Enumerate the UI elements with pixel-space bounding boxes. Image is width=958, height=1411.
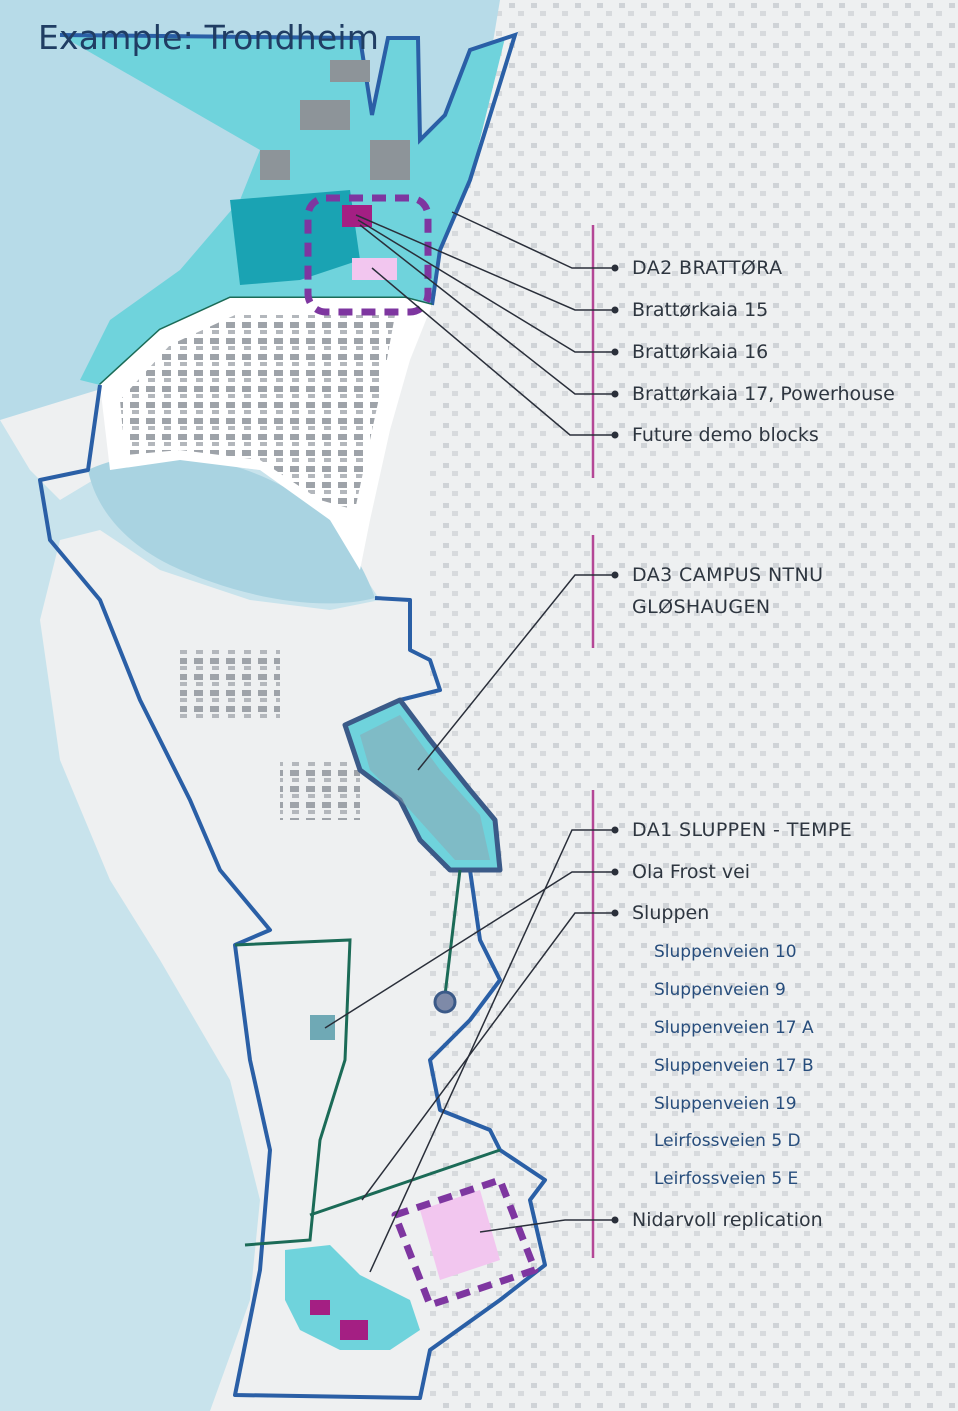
label-bullet-icon (611, 264, 619, 1224)
label-gloshaugen: GLØSHAUGEN (632, 596, 771, 618)
label-ola-frost-vei: Ola Frost vei (632, 861, 751, 883)
campus-buildings (360, 715, 490, 860)
campus-link-line (443, 869, 462, 996)
nidarvoll-highlight-box (391, 1176, 539, 1309)
label-sluppenveien-10: Sluppenveien 10 (654, 942, 797, 962)
label-brattorkaia-15: Brattørkaia 15 (632, 299, 769, 321)
sluppen-demo-building (340, 1320, 368, 1340)
river-bend (88, 455, 375, 604)
brattora-quay (230, 190, 360, 285)
label-brattorkaia-17-powerhouse: Brattørkaia 17, Powerhouse (632, 383, 895, 405)
label-future-demo-blocks: Future demo blocks (632, 424, 819, 446)
sluppen-demo-building (310, 1300, 330, 1315)
label-da2-brattora: DA2 BRATTØRA (632, 257, 783, 279)
label-leirfossveien-5e: Leirfossveien 5 E (654, 1169, 799, 1189)
river-water (0, 420, 380, 1411)
southern-blocks (180, 650, 280, 720)
city-center-blocks (120, 315, 395, 510)
ola-frost-vei-building (310, 1015, 335, 1040)
label-sluppenveien-9: Sluppenveien 9 (654, 980, 786, 1000)
building (300, 100, 350, 130)
label-leirfossveien-5d: Leirfossveien 5 D (654, 1131, 801, 1151)
building (370, 140, 410, 180)
brattora-highlight-box (304, 194, 432, 316)
future-demo-blocks-area (352, 258, 397, 280)
label-sluppenveien-19: Sluppenveien 19 (654, 1094, 797, 1114)
building (330, 60, 370, 82)
nidarvoll-area (420, 1190, 500, 1280)
label-sluppen: Sluppen (632, 902, 710, 924)
brattora-boundary (59, 31, 519, 306)
figure-title: Example: Trondheim (38, 18, 380, 57)
label-sluppenveien-17a: Sluppenveien 17 A (654, 1018, 814, 1038)
junction-marker (433, 990, 457, 1014)
label-da1-sluppen-tempe: DA1 SLUPPEN - TEMPE (632, 819, 853, 841)
leader-lines (324, 211, 615, 1273)
building (260, 150, 290, 180)
sluppen-green-line (309, 1148, 501, 1217)
label-da3-campus-ntnu: DA3 CAMPUS NTNU (632, 564, 824, 586)
sluppen-green-boundary (234, 938, 352, 1247)
southern-blocks (280, 760, 360, 820)
label-nidarvoll-replication: Nidarvoll replication (632, 1209, 823, 1231)
terrain-east (430, 0, 958, 1411)
label-brattorkaia-16: Brattørkaia 16 (632, 341, 769, 363)
label-sluppenveien-17b: Sluppenveien 17 B (654, 1056, 814, 1076)
sluppen-area (285, 1245, 420, 1350)
